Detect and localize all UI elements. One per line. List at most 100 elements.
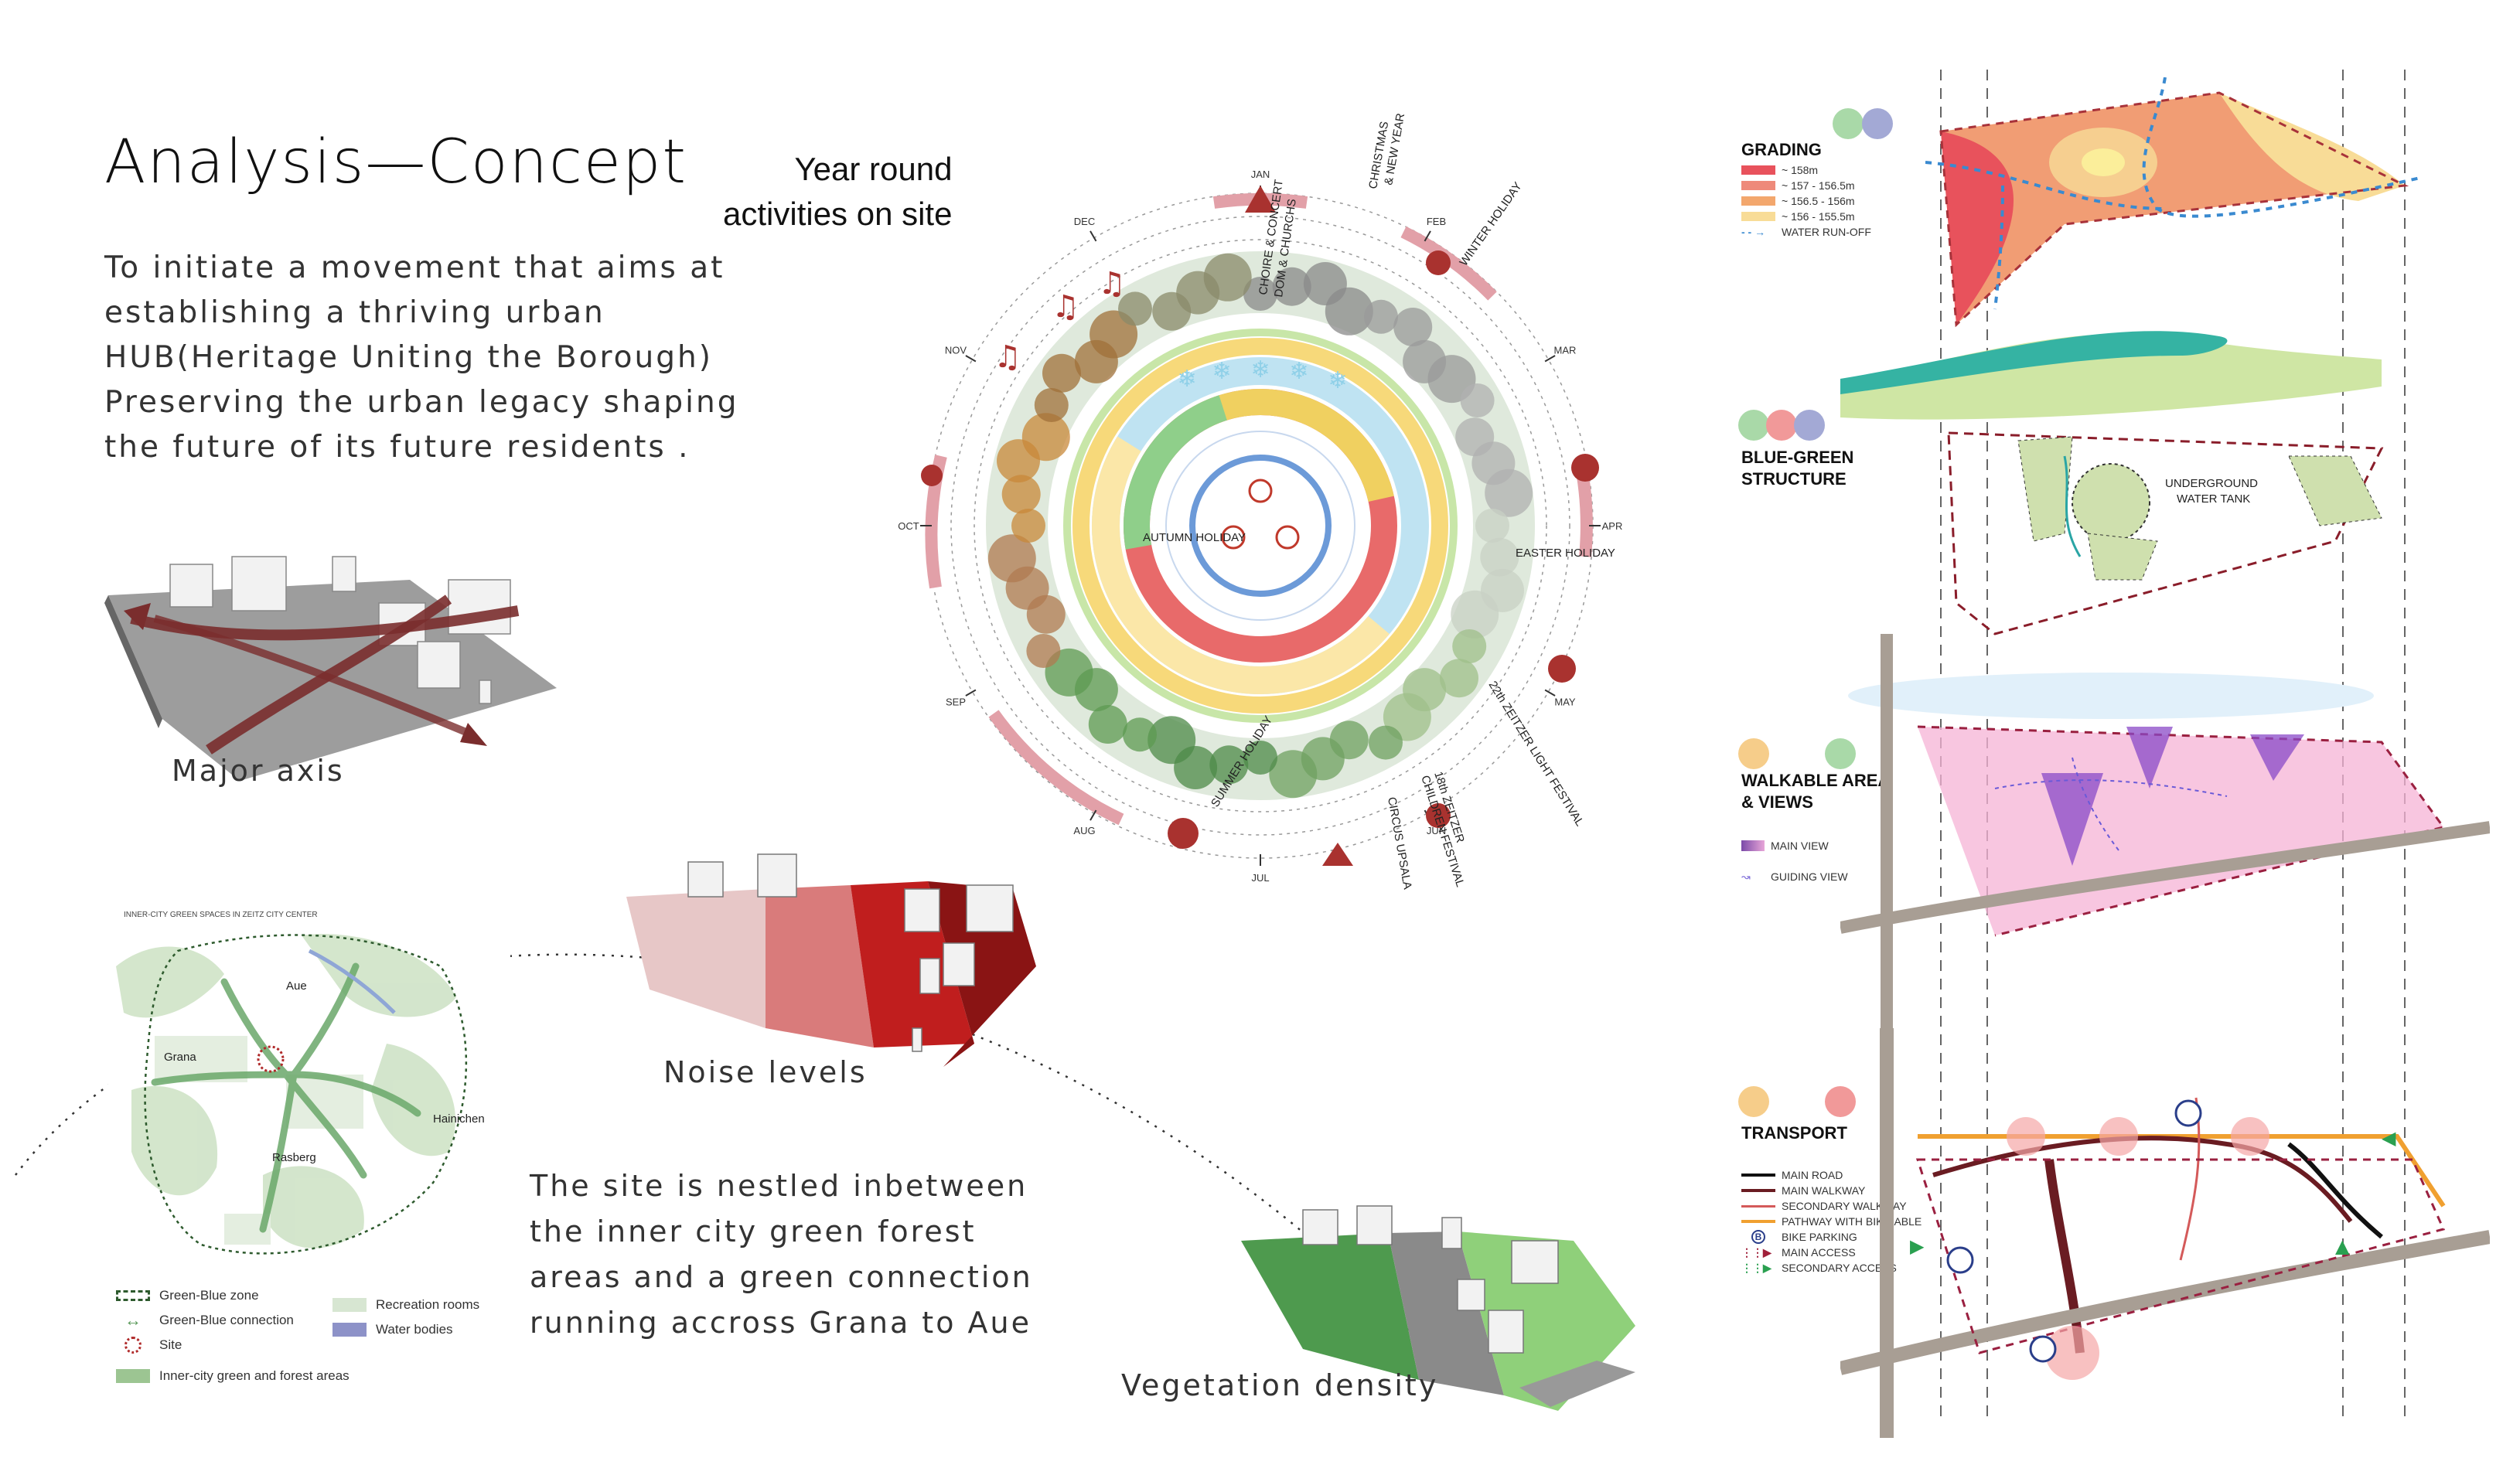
buildings <box>169 556 511 704</box>
road-arrow <box>1840 1230 2490 1375</box>
svg-text:❄: ❄ <box>1212 358 1231 385</box>
svg-text:♫: ♫ <box>1052 289 1079 325</box>
event-label: CIRCUS UPSALA <box>1385 796 1414 891</box>
intro-line: establishing a thriving urban <box>104 295 605 330</box>
buildings <box>687 853 1014 1052</box>
vegetation-density-diagram <box>1241 1205 1635 1411</box>
page-title: Analysis—Concept <box>104 128 687 197</box>
tree-icon <box>1480 537 1519 577</box>
main-access-icon: ⋮⋮▶ <box>1741 1245 1772 1259</box>
main-walkway <box>1932 1136 2353 1223</box>
theme-dot <box>1766 410 1797 441</box>
grade-zone-low <box>2219 93 2405 201</box>
tree-icon <box>1118 291 1152 326</box>
blue-strip <box>1840 331 2228 394</box>
month-label: SEP <box>946 697 966 708</box>
tree-icon <box>1460 383 1495 417</box>
tree-icon <box>1147 716 1196 765</box>
month-label: JUL <box>1251 872 1269 884</box>
tree-icon <box>1026 634 1061 668</box>
tree-icon <box>1001 475 1041 514</box>
major-axis-diagram <box>104 556 557 781</box>
month-label: DEC <box>1074 216 1095 227</box>
transport-map: ◀▲▶ <box>1840 1028 2490 1438</box>
bike-parking-icon: B <box>1751 1230 1765 1244</box>
connection-arrow-icon: ↔ <box>124 1310 142 1330</box>
water-body <box>308 949 396 1014</box>
water-tank <box>2072 463 2150 542</box>
buildings <box>1302 1205 1559 1354</box>
svg-text:❄: ❄ <box>1289 358 1308 385</box>
grade-zone-top <box>2082 148 2125 176</box>
forest-swatch <box>116 1369 150 1383</box>
grading-map <box>1925 77 2421 328</box>
tree-icon <box>1364 299 1398 334</box>
trees <box>987 253 1533 799</box>
bluegreen-map: UNDERGROUND WATER TANK <box>1840 331 2384 635</box>
tree-icon <box>1011 509 1045 543</box>
tree-icon <box>1042 353 1081 393</box>
theme-dot <box>1825 1086 1856 1117</box>
center-icons <box>1221 479 1300 550</box>
place-label: Aue <box>286 979 307 993</box>
secondary-access-arrows: ◀▲▶ <box>1910 1127 2396 1257</box>
guiding-view-icon: ↝ <box>1741 870 1751 883</box>
main-view-icon <box>1741 840 1765 851</box>
snowflake-icons: ❄❄ ❄❄❄ <box>1177 356 1347 394</box>
heat-ring-green <box>1124 389 1397 663</box>
vegetation-dense <box>1241 1233 1419 1380</box>
year-wheel: ❄❄ ❄❄❄ JANFEBMARAPRMAYJUNJULAUGSEPOCTNOV… <box>898 112 1623 891</box>
noise-zone-high <box>851 881 974 1047</box>
month-label: OCT <box>898 520 919 532</box>
road-zone <box>1388 1231 1504 1395</box>
axis-arrow <box>153 615 473 738</box>
event-label: WINTER HOLIDAY <box>1457 180 1524 269</box>
month-label: NOV <box>945 345 967 356</box>
month-label: APR <box>1602 520 1623 532</box>
road-arrow <box>1840 821 2490 934</box>
site-boundary <box>1915 1158 2446 1354</box>
tree-icon <box>1272 267 1311 306</box>
grading-title: GRADING <box>1741 140 1822 159</box>
month-tick <box>1544 689 1556 697</box>
green-patch <box>2087 533 2158 581</box>
bike-parking-markers <box>1946 1099 2202 1363</box>
month-label: MAR <box>1554 345 1577 356</box>
tree-icon <box>1393 308 1433 346</box>
tree-icon <box>1088 705 1127 744</box>
theme-dot <box>1825 738 1856 769</box>
tree-icon <box>1369 725 1403 760</box>
access-highlights <box>2007 1117 2269 1380</box>
green-blue-connections <box>151 962 421 1233</box>
map-legend: Green-Blue zone ↔Green-Blue connection S… <box>116 1283 350 1388</box>
sky-haze <box>1848 673 2374 719</box>
noise-levels-diagram <box>626 853 1036 1067</box>
site-marker <box>257 1045 285 1073</box>
site-slab-edge <box>104 595 162 728</box>
theme-dot <box>1833 108 1864 139</box>
month-tick <box>1089 809 1097 821</box>
green-patch <box>2017 436 2073 542</box>
svg-text:◀: ◀ <box>2382 1127 2396 1149</box>
tree-icon <box>1451 590 1499 639</box>
month-label: AUG <box>1073 825 1095 836</box>
arrow-head <box>460 723 487 746</box>
walkable-map <box>1840 634 2490 1036</box>
month-label: FEB <box>1427 216 1446 227</box>
tree-icon <box>1269 750 1318 799</box>
month-label: JAN <box>1251 169 1270 180</box>
site-boundary <box>1947 431 2384 635</box>
month-tick <box>965 355 977 363</box>
site-boundary <box>1939 91 2409 328</box>
svg-text:♫: ♫ <box>1098 266 1126 301</box>
month-tick <box>1544 355 1556 363</box>
intro-text: To initiate a movement that aims at esta… <box>104 246 736 470</box>
tree-icon <box>1243 277 1277 311</box>
place-label: Grana <box>164 1051 196 1064</box>
tree-icon <box>1123 717 1157 752</box>
view-cones <box>2041 727 2304 866</box>
tree-icon <box>1440 659 1478 698</box>
tree-icon <box>1325 287 1373 336</box>
theme-dot <box>1794 410 1825 441</box>
tree-icon <box>1203 253 1252 301</box>
